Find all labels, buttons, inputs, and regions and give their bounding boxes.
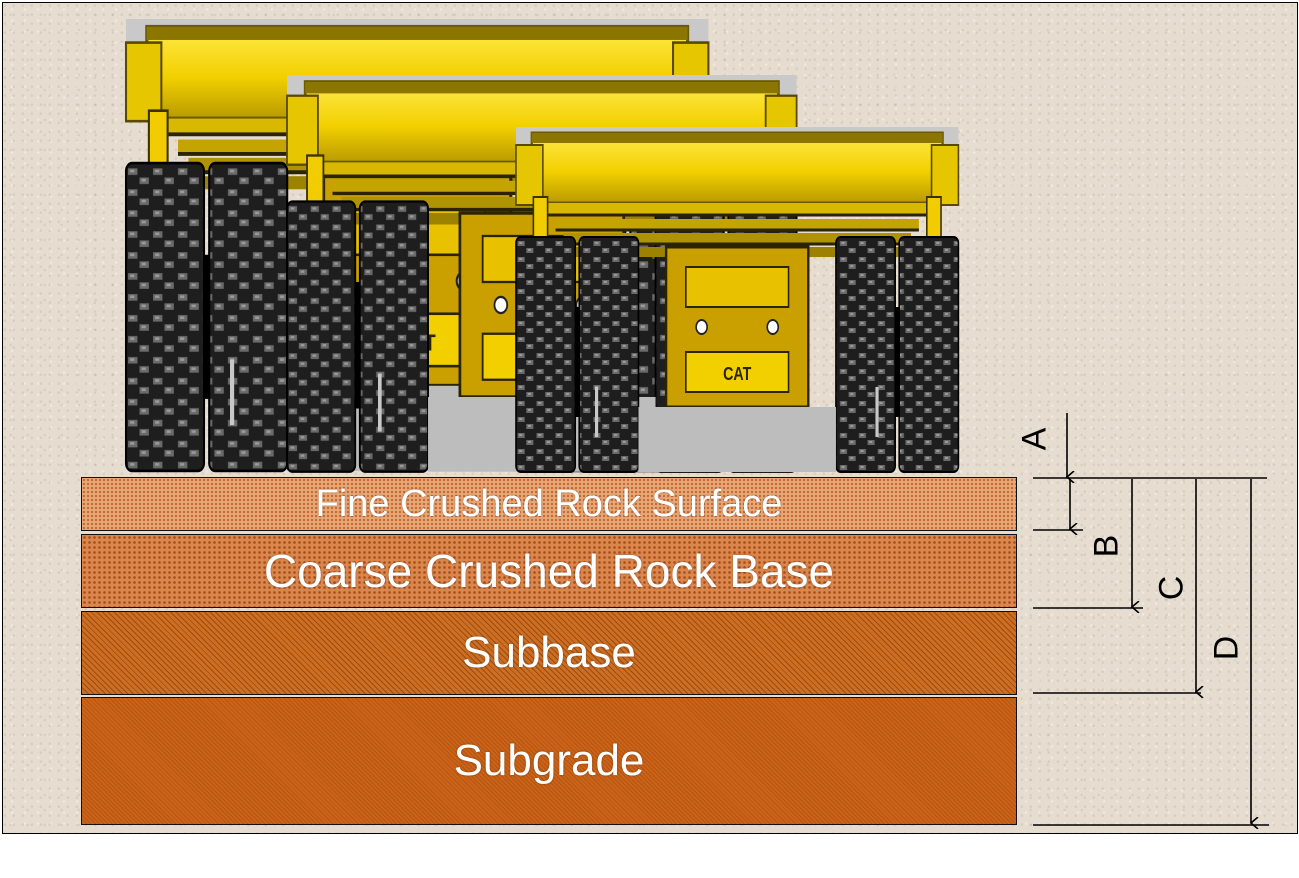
subgrade-layer: Subgrade	[81, 697, 1017, 825]
base-layer-label: Coarse Crushed Rock Base	[263, 545, 835, 597]
subgrade-layer-label: Subgrade	[453, 736, 645, 785]
diagram-canvas: CAT Fine Cru	[2, 2, 1298, 834]
coarse-crushed-rock-base-layer: Coarse Crushed Rock Base	[81, 534, 1017, 608]
subbase-layer: Subbase	[81, 611, 1017, 695]
dimension-label-d: D	[1207, 635, 1246, 661]
dimension-label-b: B	[1087, 534, 1126, 558]
fine-crushed-rock-surface-layer: Fine Crushed Rock Surface	[81, 477, 1017, 531]
dimension-label-c: C	[1152, 575, 1191, 601]
surface-layer-label: Fine Crushed Rock Surface	[315, 482, 783, 525]
dimension-label-a: A	[1015, 427, 1054, 451]
thickness-dimension-lines	[1033, 413, 1269, 833]
subbase-layer-label: Subbase	[462, 628, 636, 677]
